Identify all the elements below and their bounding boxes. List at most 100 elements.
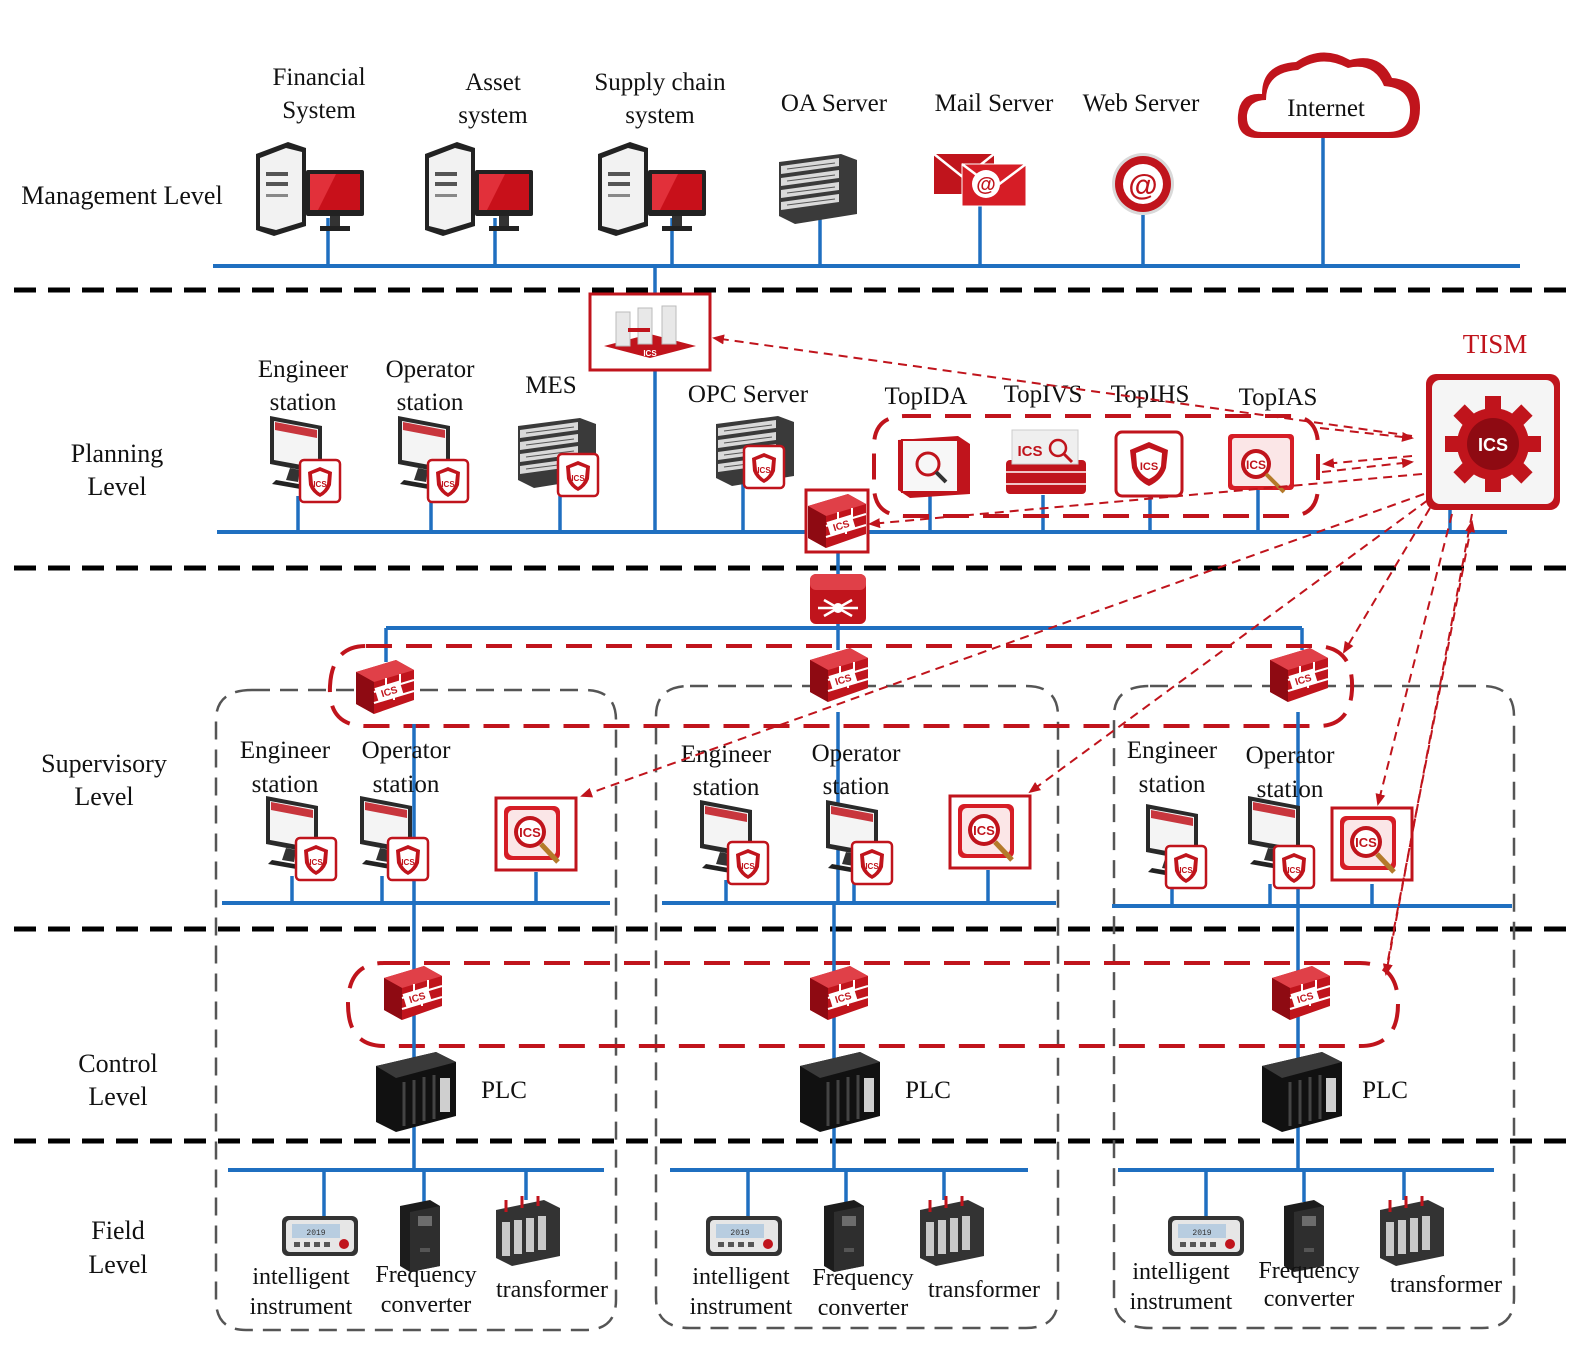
supply-label-2: system bbox=[625, 102, 695, 129]
z3-engineer-label-2: station bbox=[1139, 771, 1206, 798]
zone3-control-firewall-icon bbox=[1271, 965, 1331, 1021]
z2-audit-icon bbox=[950, 796, 1030, 868]
control-stubs bbox=[412, 903, 1300, 1170]
arrow-top-group-to-tism bbox=[1321, 458, 1414, 473]
z2-frequency-label-1: Frequency bbox=[812, 1265, 913, 1291]
z2-frequency-label-2: converter bbox=[818, 1295, 909, 1321]
arrow-tism-to-supervisory-zone bbox=[1342, 507, 1431, 654]
svg-text:ICS: ICS bbox=[643, 349, 657, 358]
z3-engineer-label-1: Engineer bbox=[1127, 737, 1218, 764]
internet-cloud-icon bbox=[1237, 52, 1420, 138]
svg-text:@: @ bbox=[976, 174, 996, 196]
level-label-supervisory-2: Level bbox=[74, 782, 133, 811]
oa-server-icon bbox=[778, 153, 858, 225]
planning-engineer-label-2: station bbox=[270, 389, 337, 416]
supply-chain-pc-icon bbox=[598, 142, 706, 236]
planning-engineer-label-1: Engineer bbox=[258, 356, 349, 383]
z3-frequency-label-2: converter bbox=[1264, 1286, 1355, 1312]
z1-operator-label-1: Operator bbox=[362, 737, 452, 764]
web-server-icon: @ bbox=[1112, 153, 1174, 215]
level-label-planning-2: Level bbox=[87, 472, 146, 501]
zone1-control-firewall-icon bbox=[383, 965, 443, 1021]
svg-text:ICS: ICS bbox=[1017, 443, 1042, 460]
planning-operator-label-1: Operator bbox=[386, 356, 476, 383]
z1-transformer-icon bbox=[494, 1194, 562, 1268]
mes-label: MES bbox=[525, 372, 576, 399]
z2-instrument-icon bbox=[706, 1216, 782, 1256]
z3-operator-label-2: station bbox=[1257, 776, 1324, 803]
zone1-supervisory-firewall-icon bbox=[355, 659, 415, 715]
z3-audit-icon bbox=[1332, 808, 1412, 880]
tism-gear-icon: ICS bbox=[1426, 374, 1560, 510]
z3-operator-label-1: Operator bbox=[1246, 742, 1336, 769]
z1-transformer-label: transformer bbox=[496, 1277, 608, 1303]
mail-server-label: Mail Server bbox=[935, 90, 1054, 117]
level-label-planning-1: Planning bbox=[71, 439, 163, 468]
opc-shield-icon bbox=[742, 444, 786, 490]
z2-engineer-label-2: station bbox=[693, 774, 760, 801]
zone3-plc-icon bbox=[1260, 1050, 1344, 1134]
z3-frequency-label-1: Frequency bbox=[1258, 1258, 1359, 1284]
opc-server-label: OPC Server bbox=[688, 381, 809, 408]
supervisory-firewall-zone bbox=[327, 644, 1355, 728]
z3-transformer-icon bbox=[1378, 1194, 1446, 1268]
svg-text:ICS: ICS bbox=[1246, 458, 1266, 472]
management-stubs bbox=[326, 138, 1325, 266]
z2-transformer-label: transformer bbox=[928, 1277, 1040, 1303]
asset-label-1: Asset bbox=[465, 69, 521, 96]
arrow-tism-to-zone2-audit bbox=[1028, 499, 1429, 794]
z1-instrument-icon bbox=[282, 1216, 358, 1256]
z2-transformer-icon bbox=[918, 1194, 986, 1268]
z3-instrument-label-2: instrument bbox=[1130, 1289, 1233, 1315]
industrial-firewall-icon: ICS bbox=[588, 292, 712, 372]
z1-operator-shield-icon bbox=[386, 836, 430, 882]
mail-icon: @ bbox=[933, 153, 1027, 207]
z2-instrument-label-2: instrument bbox=[690, 1294, 793, 1320]
zone3-supervisory-firewall-icon bbox=[1269, 647, 1329, 703]
z1-audit-icon bbox=[496, 798, 576, 870]
svg-text:ICS: ICS bbox=[1478, 435, 1508, 455]
z2-operator-label-2: station bbox=[823, 773, 890, 800]
level-label-field-2: Level bbox=[88, 1250, 147, 1279]
asset-pc-icon bbox=[425, 142, 533, 236]
field-stubs bbox=[322, 1170, 1406, 1216]
tism-management-arrows bbox=[580, 334, 1476, 976]
z1-instrument-label-2: instrument bbox=[250, 1294, 353, 1320]
z2-operator-shield-icon bbox=[850, 840, 894, 886]
z2-engineer-shield-icon bbox=[726, 840, 770, 886]
svg-text:@: @ bbox=[1128, 169, 1157, 202]
zone1-plc-icon bbox=[374, 1050, 458, 1134]
zone-3-boundary bbox=[1112, 684, 1516, 1330]
level-label-field-1: Field bbox=[91, 1216, 144, 1245]
level-label-management: Management Level bbox=[21, 181, 222, 210]
z2-operator-label-1: Operator bbox=[812, 740, 902, 767]
zone2-supervisory-firewall-icon bbox=[809, 647, 869, 703]
svg-text:ICS: ICS bbox=[1140, 461, 1158, 473]
zone1-plc-label: PLC bbox=[481, 1077, 527, 1104]
arrow-tism-to-planning-firewall bbox=[868, 473, 1423, 529]
mes-shield-icon bbox=[556, 452, 600, 498]
asset-label-2: system bbox=[458, 102, 528, 129]
z1-engineer-label-2: station bbox=[252, 771, 319, 798]
financial-label-1: Financial bbox=[272, 64, 365, 91]
zone-2-boundary bbox=[654, 684, 1060, 1330]
topivs-icon: ICS bbox=[1006, 429, 1086, 494]
z1-engineer-shield-icon bbox=[294, 836, 338, 882]
planning-operator-label-2: station bbox=[397, 389, 464, 416]
arrow-tism-to-zone3-audit bbox=[1375, 513, 1453, 806]
z1-frequency-label-2: converter bbox=[381, 1292, 472, 1318]
z1-frequency-label-1: Frequency bbox=[375, 1262, 476, 1288]
z2-instrument-label-1: intelligent bbox=[692, 1264, 790, 1290]
control-firewall-zone bbox=[345, 961, 1401, 1048]
topihs-label: TopIHS bbox=[1111, 381, 1190, 408]
z2-frequency-converter-icon bbox=[824, 1200, 864, 1272]
zone2-plc-label: PLC bbox=[905, 1077, 951, 1104]
arrow-tism-to-industrial-firewall bbox=[712, 334, 1413, 437]
z1-engineer-label-1: Engineer bbox=[240, 737, 331, 764]
planning-operator-shield-icon bbox=[426, 458, 470, 504]
oa-server-label: OA Server bbox=[781, 90, 888, 117]
topida-label: TopIDA bbox=[885, 383, 968, 410]
z3-instrument-icon bbox=[1168, 1216, 1244, 1256]
zone2-control-firewall-icon bbox=[809, 965, 869, 1021]
